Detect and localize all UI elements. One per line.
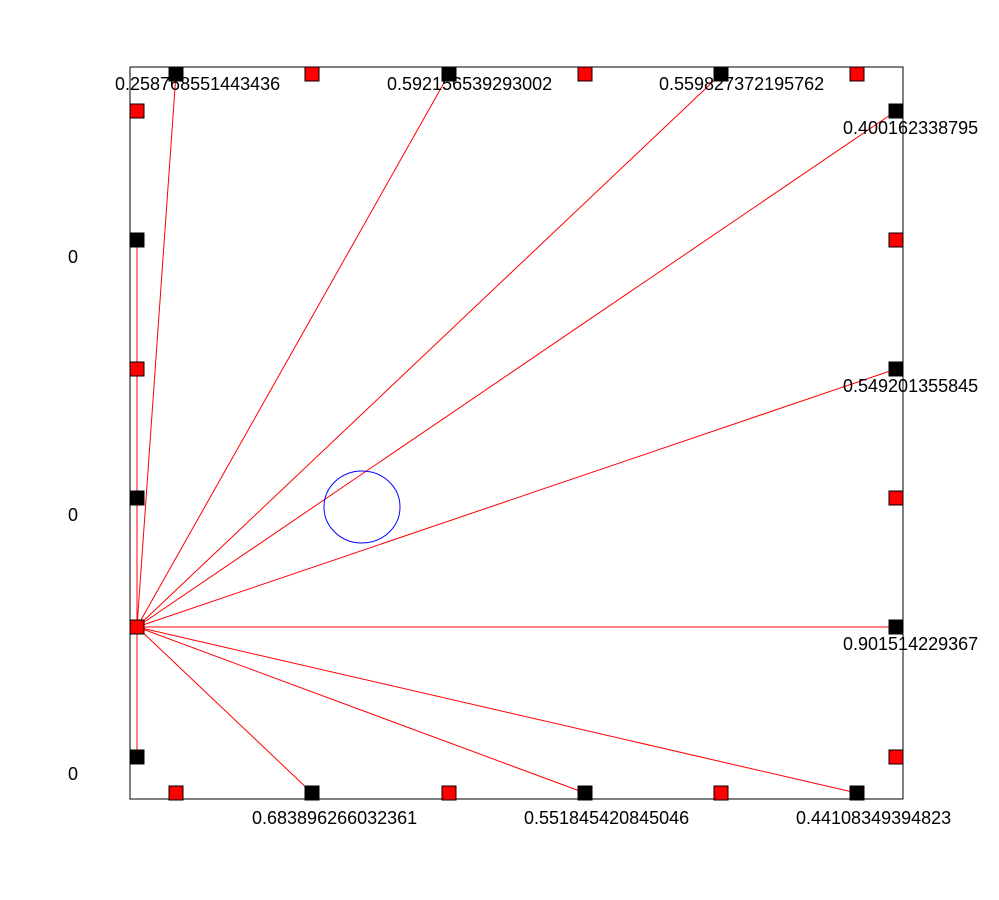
red-square-marker <box>168 785 184 801</box>
top-value-label: 0.592156539293002 <box>387 74 552 94</box>
black-square-marker <box>888 619 904 635</box>
bottom-value-label: 0.551845420845046 <box>524 808 689 828</box>
plot-frame <box>129 66 904 800</box>
red-ray-line <box>136 626 858 794</box>
red-square-marker <box>129 361 145 377</box>
black-square-marker <box>888 103 904 119</box>
black-square-marker <box>441 66 457 82</box>
red-square-marker <box>849 66 865 82</box>
red-ray-line <box>136 368 897 628</box>
red-ray-line <box>136 626 313 794</box>
red-square-marker <box>129 619 145 635</box>
marker-group <box>129 66 904 801</box>
red-ray-line <box>136 73 450 628</box>
black-square-marker <box>129 232 145 248</box>
blue-circle <box>323 470 401 544</box>
black-square-marker <box>129 749 145 765</box>
black-square-marker <box>849 785 865 801</box>
top-value-label: 0.559827372195762 <box>659 74 824 94</box>
black-square-marker <box>577 785 593 801</box>
red-square-marker <box>441 785 457 801</box>
red-ray-line <box>136 73 177 628</box>
black-square-marker <box>304 785 320 801</box>
red-ray-line <box>136 626 586 794</box>
top-value-label: 0.258768551443436 <box>115 74 280 94</box>
red-ray-line <box>136 110 897 628</box>
red-square-marker <box>888 749 904 765</box>
red-square-marker <box>129 103 145 119</box>
left-axis-label: 0 <box>68 505 78 525</box>
right-value-label: 0.901514229367 <box>843 634 978 654</box>
bottom-value-label: 0.44108349394823 <box>796 808 951 828</box>
ray-group <box>136 73 897 794</box>
red-square-marker <box>304 66 320 82</box>
left-axis-label: 0 <box>68 247 78 267</box>
red-square-marker <box>713 785 729 801</box>
black-square-marker <box>168 66 184 82</box>
left-axis-label: 0 <box>68 764 78 784</box>
right-value-label: 0.549201355845 <box>843 376 978 396</box>
right-value-label: 0.400162338795 <box>843 118 978 138</box>
bottom-value-label: 0.683896266032361 <box>252 808 417 828</box>
red-square-marker <box>888 232 904 248</box>
black-square-marker <box>713 66 729 82</box>
red-ray-line <box>136 73 722 628</box>
black-square-marker <box>129 490 145 506</box>
red-square-marker <box>577 66 593 82</box>
black-square-marker <box>888 361 904 377</box>
red-square-marker <box>888 490 904 506</box>
